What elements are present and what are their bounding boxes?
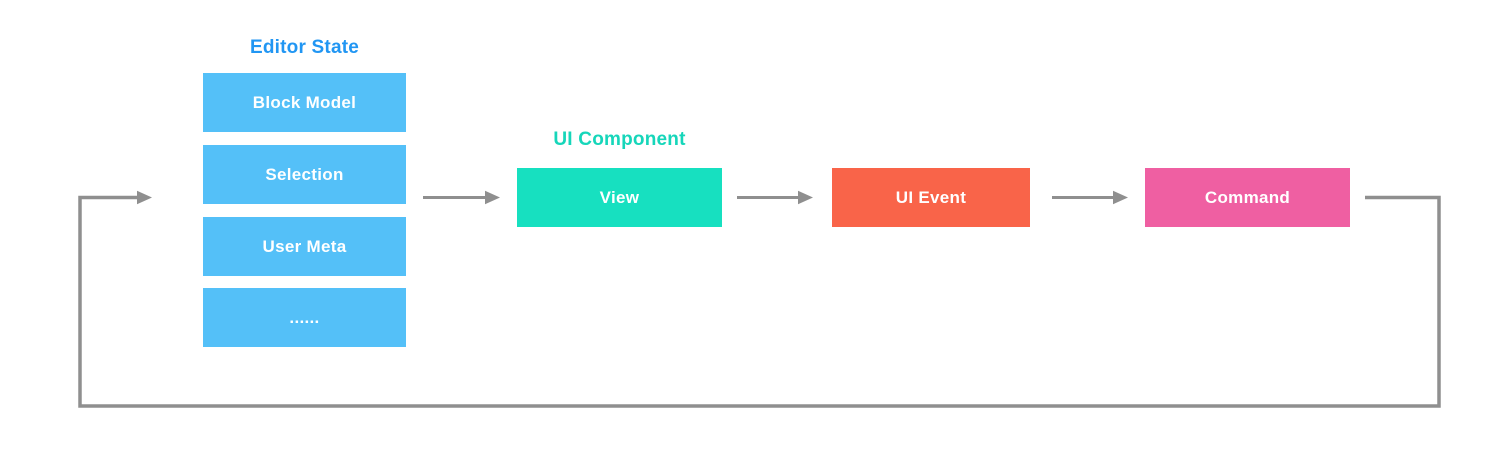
editor-state-box-block-model: Block Model [203,73,406,132]
arrow-view-to-uievent [737,190,813,205]
arrow-uievent-to-command-head [1113,190,1128,205]
view-box: View [517,168,722,227]
command-box: Command [1145,168,1350,227]
ui-event-box: UI Event [832,168,1030,227]
feedback-loop-arrow [78,190,1441,408]
arrow-state-to-view [423,190,500,205]
editor-state-box-ellipsis: ...... [203,288,406,347]
feedback-loop-head [137,190,152,205]
feedback-loop-shaft [78,195,1441,408]
arrow-state-to-view-head [485,190,500,205]
editor-state-box-user-meta: User Meta [203,217,406,276]
arrow-view-to-uievent-head [798,190,813,205]
ui-component-title: UI Component [553,129,686,150]
arrow-uievent-to-command [1052,190,1128,205]
editor-state-box-selection: Selection [203,145,406,204]
editor-state-title: Editor State [249,37,360,58]
